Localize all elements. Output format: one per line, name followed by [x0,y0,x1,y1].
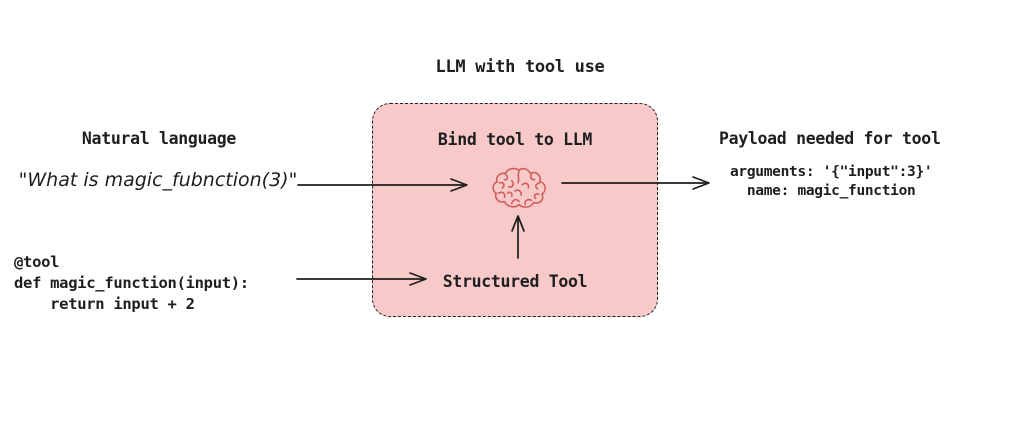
code-line: @tool [14,253,60,271]
payload-block: arguments: '{"input":3}' name: magic_fun… [730,163,933,201]
natural-language-label: Natural language [81,129,237,148]
code-line: return input + 2 [14,295,195,313]
tool-code-block: @tool def magic_function(input): return i… [14,252,249,315]
structured-tool-label: Structured Tool [442,272,588,291]
natural-language-quote: "What is magic_fubnction(3)" [18,169,298,191]
brain-icon [491,166,547,212]
bind-box-title: Bind tool to LLM [437,130,593,149]
diagram-title: LLM with tool use [435,57,605,77]
payload-line: arguments: '{"input":3}' [730,164,933,180]
payload-title: Payload needed for tool [719,129,941,148]
code-line: def magic_function(input): [14,274,249,292]
bind-tool-box: Bind tool to LLM Structured Tool [372,103,658,317]
payload-line: name: magic_function [730,183,916,199]
